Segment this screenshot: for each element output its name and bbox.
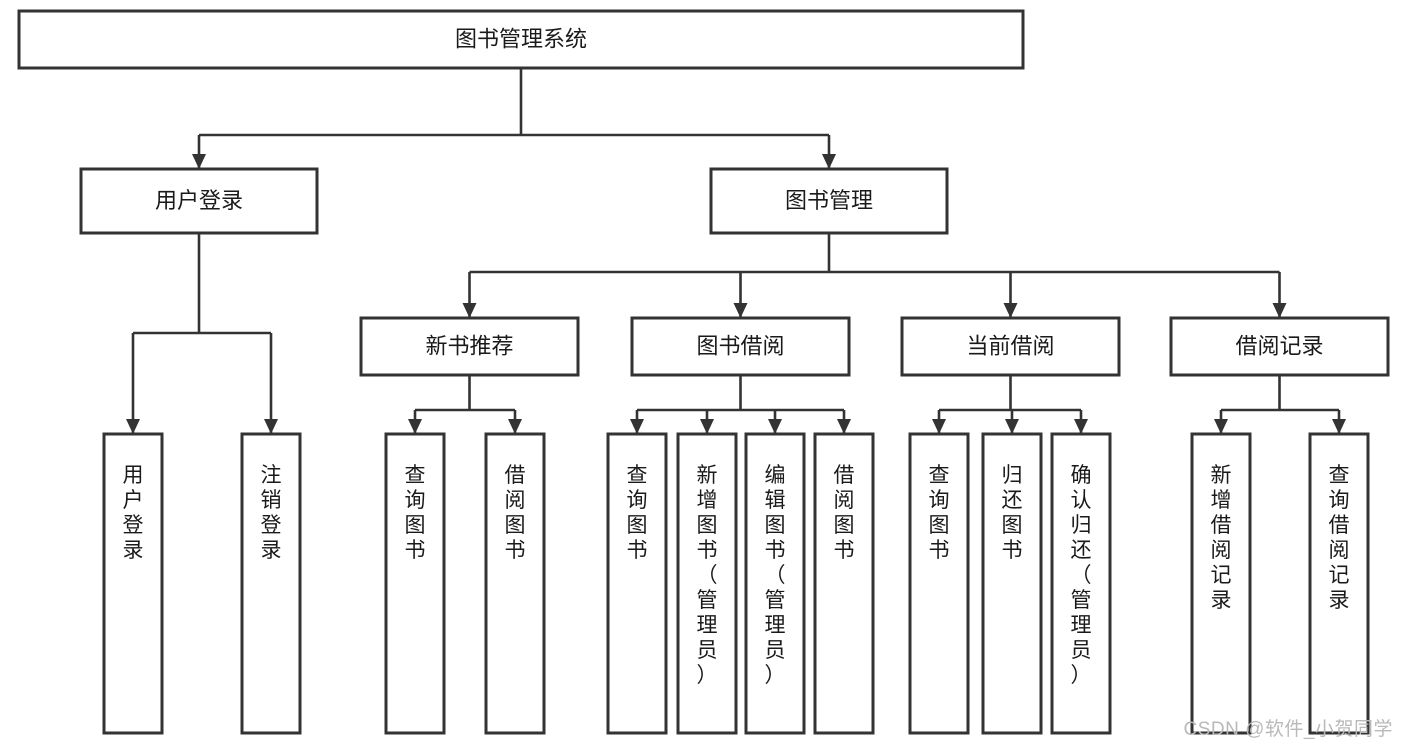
node-leaf-borrow-edit[interactable]: 编辑图书（管理员）: [744, 432, 806, 735]
node-box-leaf-rec-query: [384, 432, 446, 735]
node-box-borrow-record: [1169, 316, 1390, 377]
node-leaf-rec-search[interactable]: 查询借阅记录: [1308, 432, 1370, 735]
node-label-borrow-record: 借阅记录: [1235, 333, 1323, 358]
arrow-head-icon: [508, 419, 522, 434]
node-leaf-cur-return[interactable]: 归还图书: [981, 432, 1043, 735]
node-box-current-borrow: [900, 316, 1121, 377]
node-label-leaf-rec-borrow: 借阅图书: [505, 464, 526, 562]
node-label-current-borrow: 当前借阅: [966, 333, 1054, 358]
node-leaf-borrow-query[interactable]: 查询图书: [606, 432, 668, 735]
node-box-leaf-rec-search: [1308, 432, 1370, 735]
node-new-book-rec[interactable]: 新书推荐: [359, 316, 580, 377]
node-root[interactable]: 图书管理系统: [17, 9, 1025, 70]
node-book-borrow[interactable]: 图书借阅: [630, 316, 851, 377]
node-box-leaf-rec-add: [1190, 432, 1252, 735]
arrow-head-icon: [1332, 419, 1346, 434]
node-box-leaf-borrow-lend: [813, 432, 875, 735]
arrow-head-icon: [408, 419, 422, 434]
node-box-leaf-rec-borrow: [484, 432, 546, 735]
node-user-login[interactable]: 用户登录: [79, 167, 319, 235]
node-leaf-borrow-lend[interactable]: 借阅图书: [813, 432, 875, 735]
node-label-leaf-cur-return: 归还图书: [1002, 464, 1023, 562]
node-box-leaf-borrow-edit: [744, 432, 806, 735]
node-box-leaf-borrow-add: [676, 432, 738, 735]
node-box-leaf-user-logout: [240, 432, 302, 735]
arrow-head-icon: [1005, 419, 1019, 434]
arrow-head-icon: [126, 419, 140, 434]
node-box-user-login: [79, 167, 319, 235]
node-book-manage[interactable]: 图书管理: [709, 167, 949, 235]
nodes-layer: 图书管理系统用户登录图书管理新书推荐图书借阅当前借阅借阅记录用户登录注销登录查询…: [17, 9, 1390, 735]
arrow-head-icon: [768, 419, 782, 434]
node-label-leaf-borrow-lend: 借阅图书: [834, 464, 855, 562]
node-leaf-rec-borrow[interactable]: 借阅图书: [484, 432, 546, 735]
node-label-new-book-rec: 新书推荐: [425, 333, 513, 358]
node-box-root: [17, 9, 1025, 70]
node-leaf-user-login[interactable]: 用户登录: [102, 432, 164, 735]
node-box-leaf-user-login: [102, 432, 164, 735]
node-leaf-rec-query[interactable]: 查询图书: [384, 432, 446, 735]
node-box-leaf-cur-return: [981, 432, 1043, 735]
arrow-head-icon: [1003, 303, 1018, 318]
arrow-head-icon: [700, 419, 714, 434]
arrow-head-icon: [733, 303, 748, 318]
edges-layer: [126, 68, 1346, 434]
node-label-leaf-rec-add: 新增借阅记录: [1211, 464, 1232, 612]
node-label-user-login: 用户登录: [155, 188, 243, 213]
arrow-head-icon: [264, 419, 278, 434]
node-label-leaf-user-login: 用户登录: [123, 464, 144, 562]
node-label-book-manage: 图书管理: [785, 188, 873, 213]
watermark-text: CSDN @软件_小贺同学: [1183, 719, 1393, 740]
node-label-leaf-user-logout: 注销登录: [261, 464, 282, 562]
node-box-book-manage: [709, 167, 949, 235]
node-leaf-user-logout[interactable]: 注销登录: [240, 432, 302, 735]
node-box-new-book-rec: [359, 316, 580, 377]
arrow-head-icon: [837, 419, 851, 434]
arrow-head-icon: [1272, 303, 1287, 318]
arrow-head-icon: [1074, 419, 1088, 434]
node-label-leaf-rec-search: 查询借阅记录: [1329, 464, 1350, 612]
node-label-leaf-borrow-edit: 编辑图书（管理员）: [765, 464, 786, 687]
node-box-book-borrow: [630, 316, 851, 377]
node-leaf-cur-confirm[interactable]: 确认归还（管理员）: [1050, 432, 1112, 735]
arrow-head-icon: [192, 154, 206, 169]
node-box-leaf-cur-query: [908, 432, 970, 735]
node-label-root: 图书管理系统: [455, 26, 587, 51]
node-leaf-borrow-add[interactable]: 新增图书（管理员）: [676, 432, 738, 735]
node-label-leaf-borrow-query: 查询图书: [627, 464, 648, 562]
node-box-leaf-borrow-query: [606, 432, 668, 735]
node-label-leaf-cur-confirm: 确认归还（管理员）: [1071, 464, 1092, 687]
arrow-head-icon: [932, 419, 946, 434]
node-current-borrow[interactable]: 当前借阅: [900, 316, 1121, 377]
node-label-book-borrow: 图书借阅: [696, 333, 784, 358]
node-box-leaf-cur-confirm: [1050, 432, 1112, 735]
arrow-head-icon: [462, 303, 477, 318]
node-label-leaf-cur-query: 查询图书: [929, 464, 950, 562]
arrow-head-icon: [630, 419, 644, 434]
node-label-leaf-borrow-add: 新增图书（管理员）: [697, 464, 718, 687]
arrow-head-icon: [822, 154, 836, 169]
node-leaf-cur-query[interactable]: 查询图书: [908, 432, 970, 735]
node-label-leaf-rec-query: 查询图书: [405, 464, 426, 562]
node-leaf-rec-add[interactable]: 新增借阅记录: [1190, 432, 1252, 735]
arrow-head-icon: [1214, 419, 1228, 434]
node-borrow-record[interactable]: 借阅记录: [1169, 316, 1390, 377]
